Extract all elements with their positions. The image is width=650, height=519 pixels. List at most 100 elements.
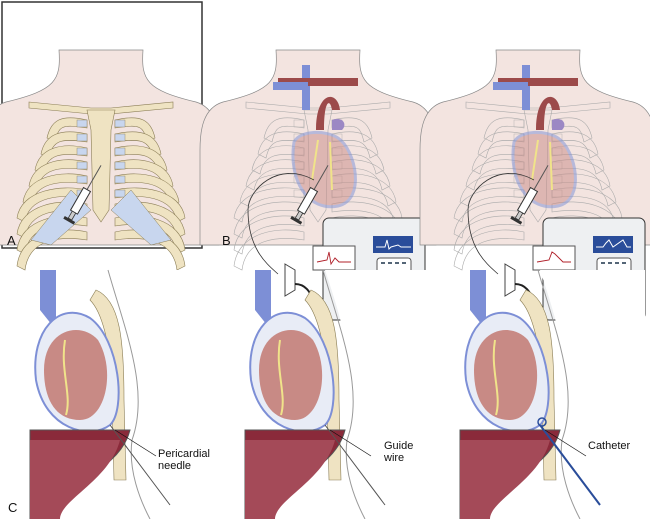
coronary-vessels — [311, 139, 333, 191]
clavicle — [245, 101, 391, 115]
catheter-pigtail — [537, 417, 547, 427]
heart-pericardium — [511, 131, 577, 209]
rib-left — [465, 159, 525, 191]
rib-left — [459, 173, 525, 207]
label-leader-line — [114, 429, 157, 457]
pericardial-needle-label: Pericardial needle — [158, 448, 210, 472]
coronary-artery — [277, 339, 284, 416]
syringe-grip — [510, 216, 523, 225]
rib-left — [245, 159, 305, 191]
wire-line — [324, 424, 386, 506]
costal-cartilage — [76, 119, 88, 128]
rib-left — [453, 229, 525, 271]
chest-wall-background — [540, 270, 645, 519]
chest-wall-background — [110, 270, 215, 519]
rib-left — [233, 229, 305, 271]
label-leader-line — [544, 429, 587, 457]
brachiocephalic-vein — [493, 82, 528, 90]
heart — [44, 330, 108, 420]
needle — [85, 165, 102, 192]
monitor-trace — [376, 239, 411, 250]
lead-wire — [467, 173, 535, 275]
sagittal-view-needle — [29, 269, 215, 519]
syringe-grip — [290, 216, 303, 225]
liver — [245, 440, 335, 519]
costal-cartilage — [293, 119, 305, 128]
strip-chart — [532, 245, 576, 271]
panel-label-b: B — [222, 233, 231, 248]
label-leader-line — [329, 429, 372, 457]
panel-b-catheter — [419, 49, 650, 275]
heart — [474, 330, 538, 420]
liver — [460, 440, 550, 519]
electrode-clip — [504, 263, 516, 297]
monitor-screen — [593, 236, 633, 253]
syringe — [510, 165, 549, 225]
needle-line — [109, 424, 171, 506]
costal-cartilage — [76, 161, 88, 170]
costal-cartilage — [114, 175, 126, 184]
brachiocephalic-vein — [273, 82, 308, 90]
clavicle — [465, 101, 611, 115]
syringe-plunger — [67, 210, 77, 221]
panel-label-c: C — [8, 500, 18, 515]
key-button — [402, 262, 406, 264]
sagittal-view-wire — [244, 269, 430, 519]
rib-right — [551, 117, 593, 143]
guide-wire-label: Guide wire — [384, 440, 413, 464]
ekg-trace — [316, 251, 351, 266]
rib-left — [257, 131, 305, 159]
panel-label-a: A — [7, 233, 16, 248]
key-button — [395, 262, 399, 264]
costal-cartilage — [114, 133, 126, 142]
vena-cava — [255, 270, 271, 330]
strip-chart — [312, 245, 356, 271]
electrode-clip — [284, 263, 296, 297]
rib-left — [233, 215, 305, 255]
rib-right — [331, 117, 373, 143]
chest-wall-background — [325, 270, 430, 519]
catheter-label: Catheter — [588, 440, 631, 452]
key-button — [622, 262, 626, 264]
clavicle — [28, 101, 174, 115]
syringe-plunger — [294, 210, 304, 221]
needle — [532, 165, 549, 192]
rib-left — [239, 173, 305, 207]
needle — [312, 165, 329, 192]
vena-cava — [470, 270, 486, 330]
heart — [259, 330, 323, 420]
pulmonary-artery — [552, 118, 565, 130]
rib-left — [453, 215, 525, 255]
label-line: Guide — [384, 440, 414, 452]
skin-contour — [107, 269, 151, 519]
coronary-vessels — [531, 139, 553, 191]
lead-wire — [247, 173, 315, 275]
costal-cartilage — [76, 175, 88, 184]
rib-right — [551, 131, 599, 159]
rib-left — [251, 145, 305, 175]
coronary-artery — [62, 339, 69, 416]
costal-margin-right — [110, 189, 172, 246]
pulmonary-artery — [332, 118, 345, 130]
rib-left — [453, 187, 525, 223]
rib-left — [477, 131, 525, 159]
label-line: needle — [158, 460, 192, 472]
rib-left — [233, 187, 305, 223]
costal-cartilage — [114, 189, 126, 198]
rib-left — [233, 201, 305, 239]
key-button — [601, 262, 605, 264]
catheter-line — [539, 424, 601, 506]
aortic-arch — [536, 96, 560, 130]
panel-a — [0, 49, 220, 271]
key-button — [381, 262, 385, 264]
panel-b-needle — [199, 49, 437, 275]
monitor-screen — [373, 236, 413, 253]
sagittal-view-catheter — [459, 269, 645, 519]
aortic-arch — [316, 96, 340, 130]
costal-cartilage — [76, 147, 88, 156]
rib-left — [471, 145, 525, 175]
costal-cartilage — [114, 161, 126, 170]
syringe — [290, 165, 329, 225]
